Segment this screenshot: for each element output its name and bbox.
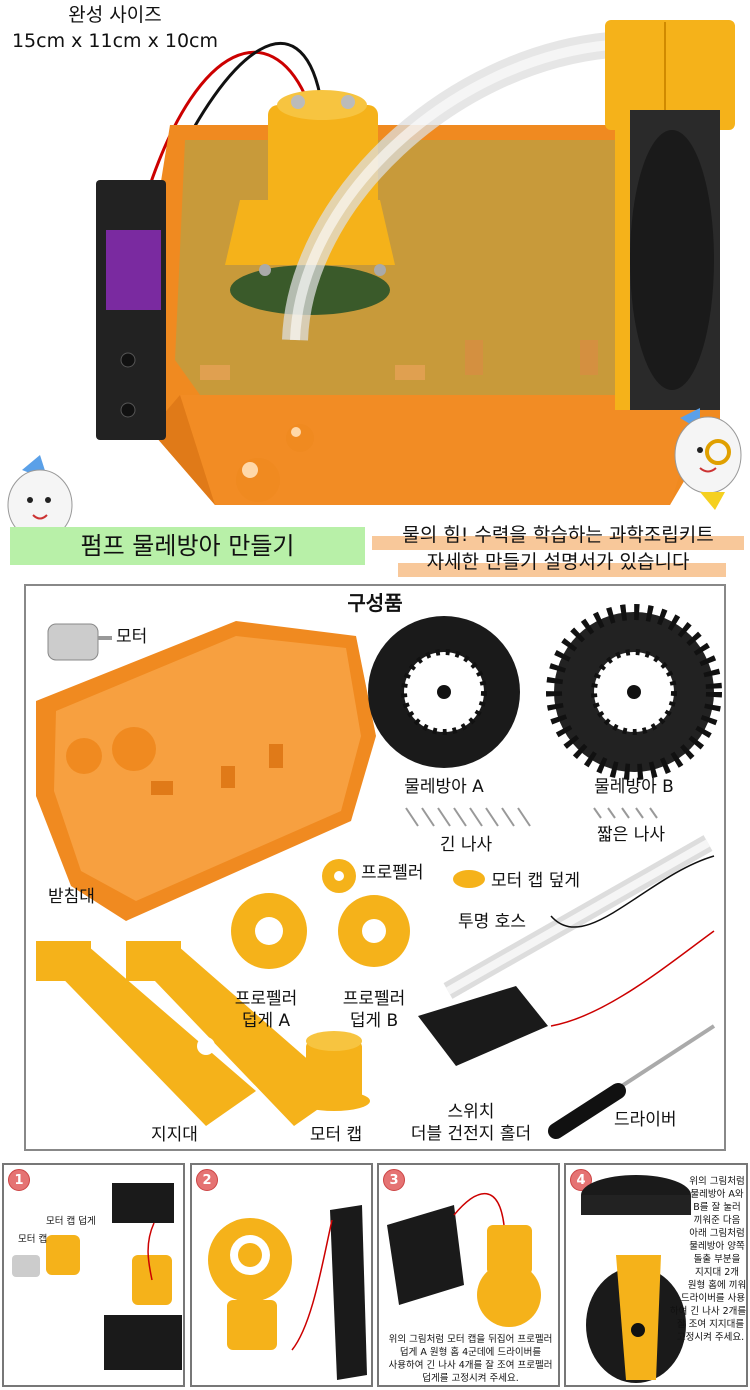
screwdriver-icon [548, 1024, 716, 1139]
step-3-text-2: 덥게 A 원형 홈 4군데에 드라이버를 [399, 1347, 542, 1358]
step-4-text-13: 고정시켜 주세요. [676, 1332, 745, 1343]
step-1-illustration [12, 1183, 182, 1370]
banner-left-bg [10, 527, 365, 565]
label-waterwheel-b: 물레방아 B [594, 777, 674, 797]
label-screwdriver: 드라이버 [614, 1110, 677, 1130]
stand-icon [36, 941, 344, 1126]
label-base: 받침대 [48, 887, 95, 907]
components-panel: 구성품 모터 받침대 물레방아 A 물레방아 B 긴 나사 짧은 나사 프로펠러… [24, 584, 726, 1151]
step-3-panel: 3 위의 그림처럼 모터 캡을 뒤집어 프로펠러 덥게 A 원형 홈 4군데에 … [377, 1163, 560, 1387]
components-title: 구성품 [347, 591, 403, 615]
step-4-text-9: 원형 홈에 끼워 [687, 1280, 747, 1291]
label-clear-hose: 투명 호스 [458, 912, 526, 932]
highlight-2 [398, 563, 726, 577]
step-2-illustration [208, 1205, 367, 1380]
size-title: 완성 사이즈 [68, 4, 162, 26]
label-waterwheel-a: 물레방아 A [404, 777, 484, 797]
waterwheel-b-icon [546, 604, 722, 780]
step-1-number: 1 [8, 1169, 30, 1191]
label-prop-cover-a-2: 덥게 A [241, 1011, 291, 1031]
components-illustration [36, 604, 722, 1139]
label-propeller: 프로펠러 [361, 863, 424, 883]
banner-subtitle-2: 자세한 만들기 설명서가 있습니다 [426, 551, 690, 573]
step-2-number: 2 [196, 1169, 218, 1191]
label-motor: 모터 [116, 627, 148, 647]
base-tray-icon [36, 621, 376, 921]
highlight-1 [372, 536, 744, 550]
step-3-illustration [387, 1193, 541, 1327]
propeller-cover-b-icon [338, 895, 410, 967]
step-4-text-2: 물레방아 A와 [690, 1189, 744, 1200]
waterwheel-a-icon [368, 616, 520, 768]
label-switch-holder-1: 스위치 [447, 1102, 495, 1122]
step-4-text-6: 물레방아 양쪽 [689, 1241, 745, 1252]
label-short-screw: 짧은 나사 [597, 825, 665, 845]
label-switch-holder-2: 더블 건전지 홀더 [410, 1124, 532, 1144]
clear-hose-icon [443, 835, 713, 999]
assembled-kit-illustration [7, 20, 742, 562]
step-4-text-5: 아래 그림처럼 [689, 1228, 745, 1239]
label-prop-cover-b-2: 덥게 B [349, 1011, 399, 1031]
step-2-panel: 2 [190, 1163, 373, 1387]
step-4-text-4: 끼워준 다음 [693, 1215, 741, 1226]
step-1-panel: 1 모터 캡 덥게 모터 캡 [2, 1163, 185, 1387]
label-prop-cover-a-1: 프로펠러 [234, 989, 298, 1009]
mascot-right-icon [674, 408, 742, 510]
label-prop-cover-b-1: 프로펠러 [342, 989, 406, 1009]
step-3-text-3: 사용하여 긴 나사 4개를 잘 조여 프로펠러 [388, 1360, 553, 1371]
step-4-text-3: B를 잘 눌러 [693, 1202, 741, 1213]
step-1-label-cap: 모터 캡 [18, 1234, 48, 1245]
step-1-label-cover: 모터 캡 덥게 [46, 1216, 96, 1227]
step-3-text-4: 덥게를 고정시켜 주세요. [422, 1373, 519, 1384]
motor-icon [47, 623, 112, 661]
short-screws-icon [593, 807, 658, 819]
step-3-text-1: 위의 그림처럼 모터 캡을 뒤집어 프로펠러 [388, 1334, 553, 1345]
motor-cap-cover-icon [453, 870, 485, 888]
hero-section: 완성 사이즈 15cm x 11cm x 10cm 펌프 물레방아 만들기 물의… [0, 0, 750, 585]
step-3-number: 3 [383, 1169, 405, 1191]
size-dimensions: 15cm x 11cm x 10cm [11, 30, 219, 52]
label-long-screw: 긴 나사 [439, 835, 493, 855]
step-4-text-12: 잘 조여 지지대를 [676, 1319, 745, 1330]
step-4-text-1: 위의 그림처럼 [689, 1176, 745, 1187]
long-screws-icon [405, 807, 531, 827]
step-4-text-10: 드라이버를 사용 [680, 1293, 746, 1304]
banner-title: 펌프 물레방아 만들기 [80, 532, 295, 560]
label-motor-cap: 모터 캡 [309, 1125, 363, 1145]
step-4-number: 4 [570, 1169, 592, 1191]
step-4-text-7: 돌출 부분을 [693, 1254, 741, 1265]
step-4-text-11: 하여 긴 나사 2개를 [669, 1306, 747, 1317]
label-motor-cap-cover: 모터 캡 덮게 [491, 871, 581, 891]
label-stand: 지지대 [151, 1125, 198, 1145]
step-4-illustration [581, 1175, 691, 1383]
propeller-cover-a-icon [231, 893, 307, 969]
banner-subtitle-1: 물의 힘! 수력을 학습하는 과학조립키트 [402, 524, 714, 546]
motor-cap-icon [298, 1031, 370, 1111]
propeller-icon [322, 859, 356, 893]
battery-holder-icon [418, 855, 715, 1066]
step-4-text-8: 지지대 2개 [694, 1267, 740, 1278]
step-4-panel: 4 위의 그림처럼 물레방아 A와 B를 잘 눌러 끼워준 다음 아래 그림처럼… [564, 1163, 748, 1387]
